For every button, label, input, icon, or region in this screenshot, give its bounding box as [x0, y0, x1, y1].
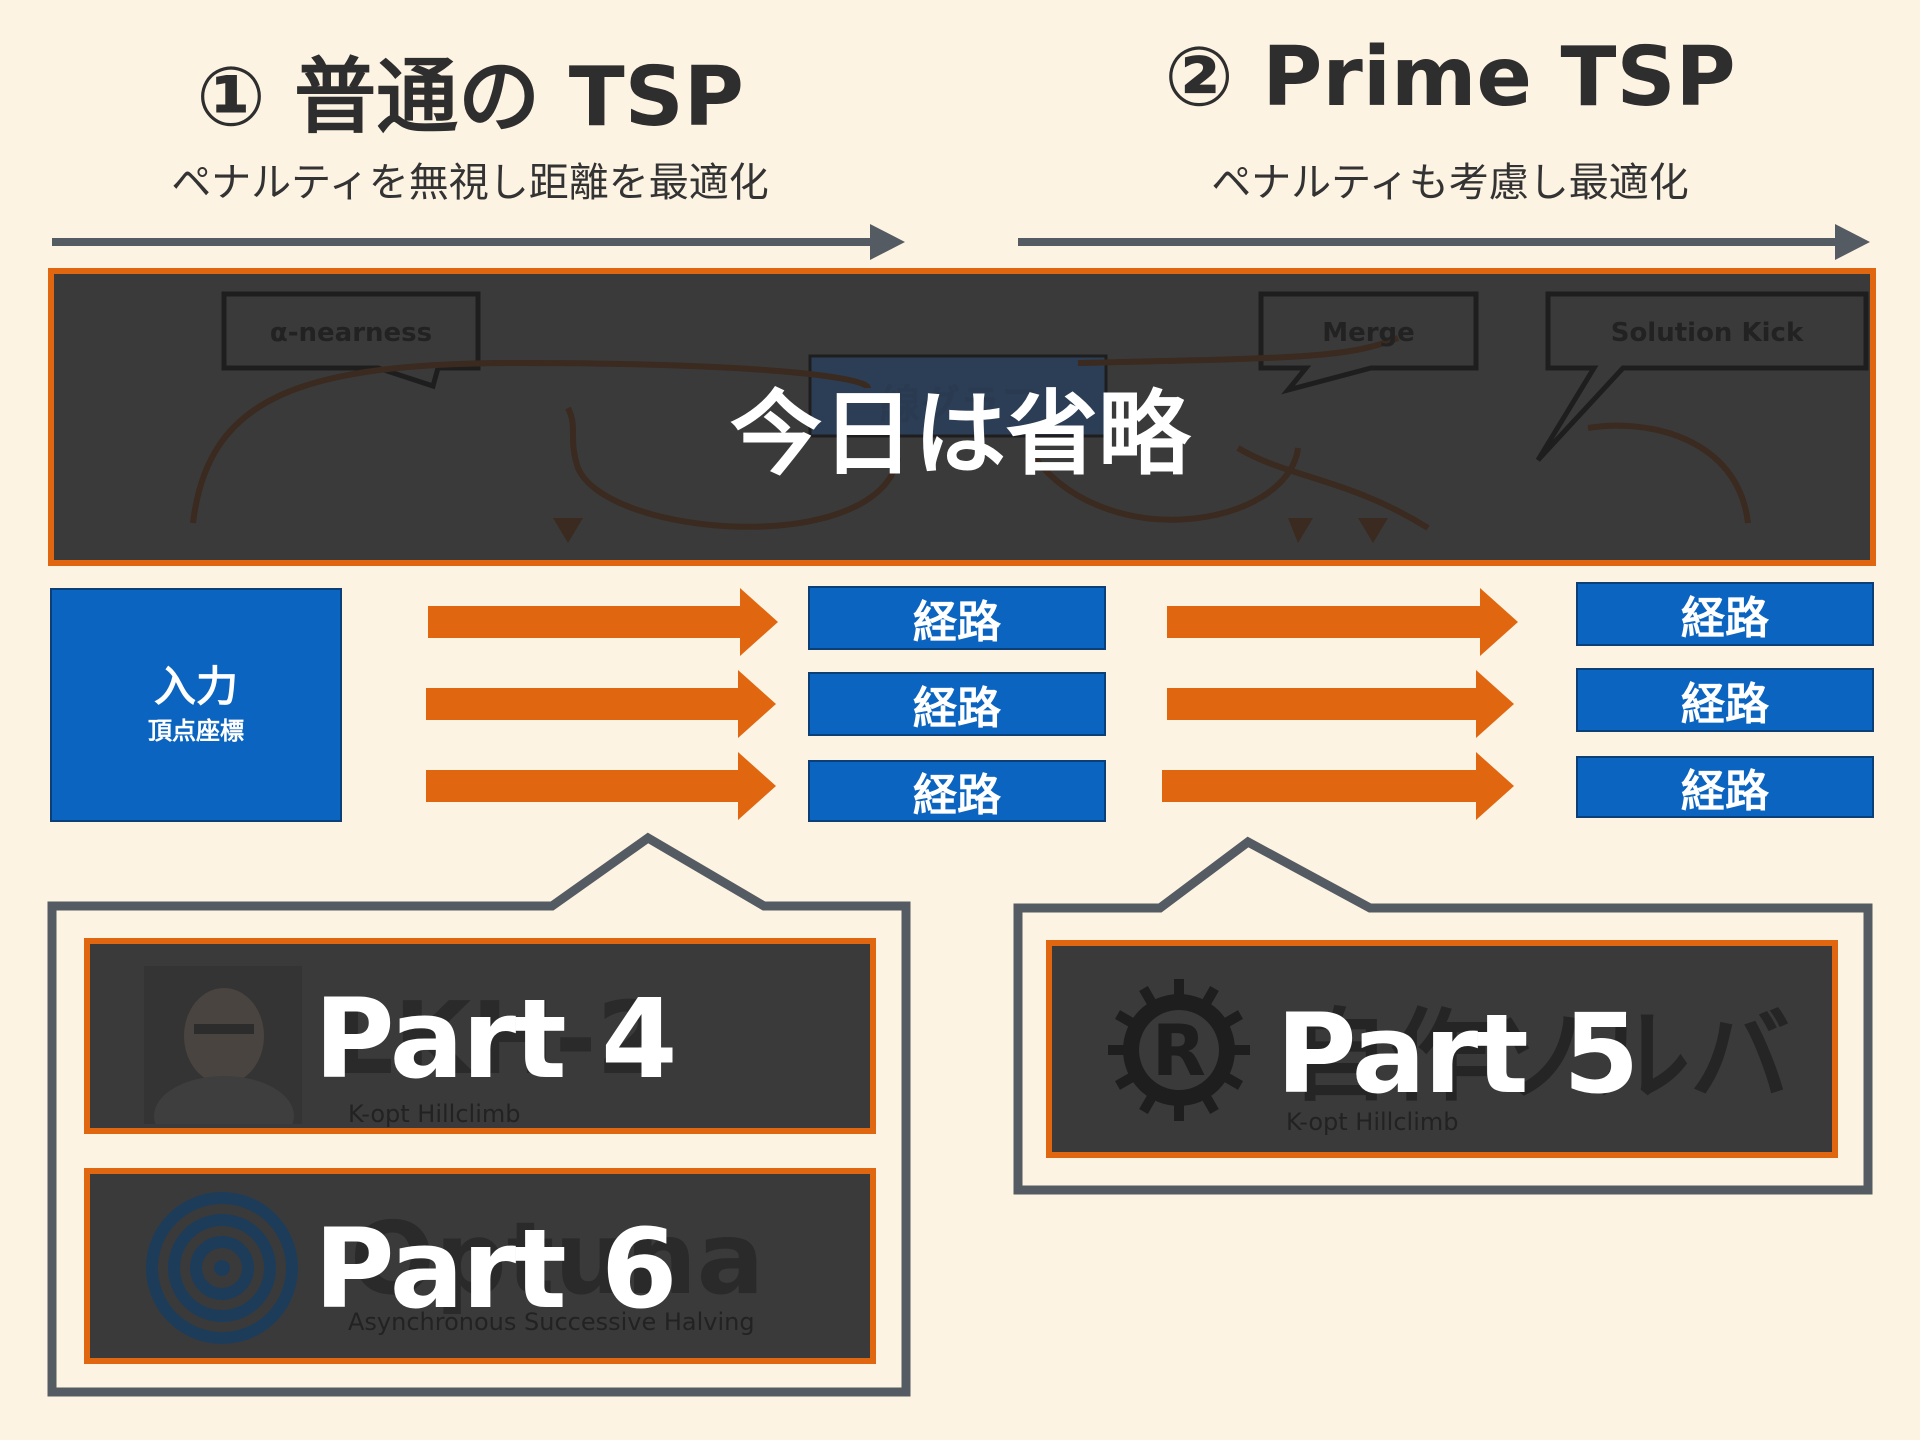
- part4-ghost-title: LKH-2: [330, 980, 666, 1097]
- hidden-graph-box: [808, 354, 1108, 438]
- part5-label: Part 5: [1276, 990, 1640, 1118]
- left-arrow-3: [426, 752, 776, 820]
- merge-label: Merge: [1322, 318, 1415, 348]
- right-arrow-1: [1167, 588, 1518, 656]
- part6-label: Part 6: [314, 1205, 678, 1333]
- route-right-3: 経路: [1576, 756, 1874, 818]
- input-label: 入力: [153, 662, 238, 712]
- right-callout-frame: [1013, 836, 1873, 1195]
- solution-kick-label: Solution Kick: [1610, 318, 1804, 348]
- input-sublabel: 頂点座標: [148, 716, 244, 745]
- section1-timeline-arrow: [52, 224, 905, 260]
- alpha-nearness-bubble: [221, 291, 481, 390]
- hidden-curves: [190, 335, 1751, 531]
- timeline-arrows: [52, 224, 1870, 260]
- route-right-1: 経路: [1576, 582, 1874, 646]
- route-left-3: 経路: [808, 760, 1106, 822]
- callout-frames: [47, 832, 1873, 1397]
- section2-timeline-arrow: [1018, 224, 1870, 260]
- right-arrow-3: [1162, 752, 1514, 820]
- alpha-nearness-label: α-nearness: [269, 318, 433, 348]
- left-arrow-2: [426, 670, 776, 738]
- person-photo: [144, 966, 302, 1124]
- merge-bubble: [1258, 291, 1479, 395]
- optuna-logo-icon: [146, 1192, 298, 1344]
- left-callout-frame: [47, 832, 911, 1397]
- route-right-2: 経路: [1576, 668, 1874, 732]
- part4-caption: K-opt Hillclimb: [348, 1100, 521, 1128]
- part4-label: Part 4: [314, 975, 678, 1103]
- part5-ghost-title: 自作ソルバ: [1290, 998, 1790, 1115]
- omitted-label: 今日は省略: [729, 381, 1190, 488]
- orange-arrows: [426, 588, 1518, 820]
- route-left-2: 経路: [808, 672, 1106, 736]
- section2-subtitle: ペナルティも考慮し最適化: [1211, 160, 1689, 206]
- overlay-hidden-diagram: [190, 291, 1869, 543]
- solution-kick-bubble: [1535, 291, 1869, 462]
- route-left-1: 経路: [808, 586, 1106, 650]
- section2-title: ② Prime TSP: [1164, 30, 1736, 125]
- rust-logo-icon: R: [1108, 979, 1250, 1121]
- section1-subtitle: ペナルティを無視し距離を最適化: [171, 160, 769, 206]
- section1-title: ① 普通の TSP: [196, 50, 744, 145]
- part6-caption: Asynchronous Successive Halving: [348, 1308, 755, 1336]
- right-arrow-2: [1167, 670, 1514, 738]
- svg-text:R: R: [1152, 1010, 1206, 1092]
- part5-caption: K-opt Hillclimb: [1286, 1108, 1459, 1136]
- part6-ghost-title: Optuna: [350, 1200, 765, 1317]
- hidden-graph-box-label: 線グラフ: [880, 382, 1040, 428]
- input-box: 入力 頂点座標: [50, 588, 342, 822]
- left-arrow-1: [428, 588, 778, 656]
